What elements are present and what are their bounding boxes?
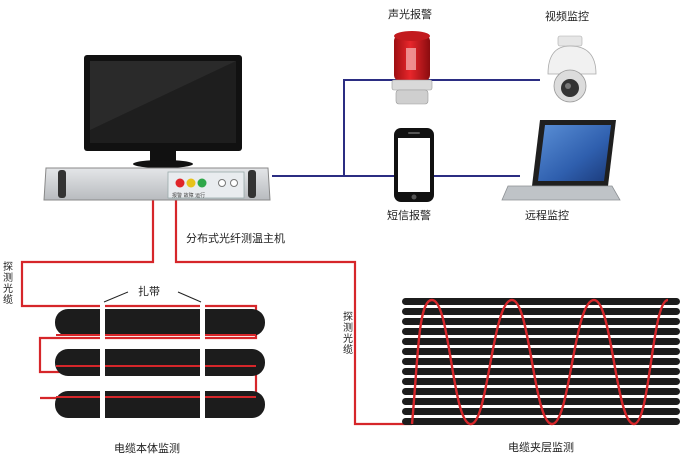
fiber-left-route: [20, 200, 258, 400]
interlayer-cable-9: [402, 378, 680, 385]
dome-camera-icon: [547, 35, 597, 103]
cable-bar-2: [55, 349, 265, 376]
cable-interlayer-bundle: [402, 298, 680, 426]
interlayer-cable-4: [402, 328, 680, 335]
cable-body-bundle: [55, 291, 265, 426]
interlayer-cable-7: [402, 358, 680, 365]
interlayer-cable-12: [402, 408, 680, 415]
interlayer-cable-1: [402, 298, 680, 305]
cable-interlayer-label: 电缆夹层监测: [508, 441, 574, 454]
fiber-sine: [410, 298, 669, 426]
fiber-right-route: [174, 200, 412, 426]
interlayer-cable-8: [402, 368, 680, 375]
probe-cable-right-label: 探测光缆: [343, 312, 353, 356]
probe-cable-left-label: 探测光缆: [3, 262, 13, 306]
cable-straps: [100, 300, 205, 426]
fault-led-icon: [186, 178, 196, 188]
cable-body-label: 电缆本体监测: [114, 442, 180, 455]
interlayer-cable-5: [402, 338, 680, 345]
strap-label: 扎带: [138, 285, 160, 298]
interlayer-cable-6: [402, 348, 680, 355]
monitor-icon: [84, 55, 242, 168]
alarm-light-icon: [391, 31, 433, 105]
strap-pointer: [103, 291, 202, 303]
alarm-led-icon: [175, 178, 185, 188]
run-led-icon: [197, 178, 207, 188]
panel-caption: 报警 故障 运行: [172, 193, 206, 199]
interlayer-cable-10: [402, 388, 680, 395]
interlayer-cable-3: [402, 318, 680, 325]
sms-label: 短信报警: [387, 209, 431, 222]
laptop-icon: [501, 120, 621, 201]
remote-label: 远程监控: [525, 209, 569, 222]
host-chassis-icon: [43, 167, 271, 201]
cable-bar-1: [55, 309, 265, 336]
cable-bar-3: [55, 391, 265, 418]
host-label: 分布式光纤测温主机: [186, 232, 285, 245]
alarm-label: 声光报警: [388, 8, 432, 21]
phone-icon: [394, 128, 434, 202]
video-label: 视频监控: [545, 10, 589, 23]
interlayer-cable-2: [402, 308, 680, 315]
